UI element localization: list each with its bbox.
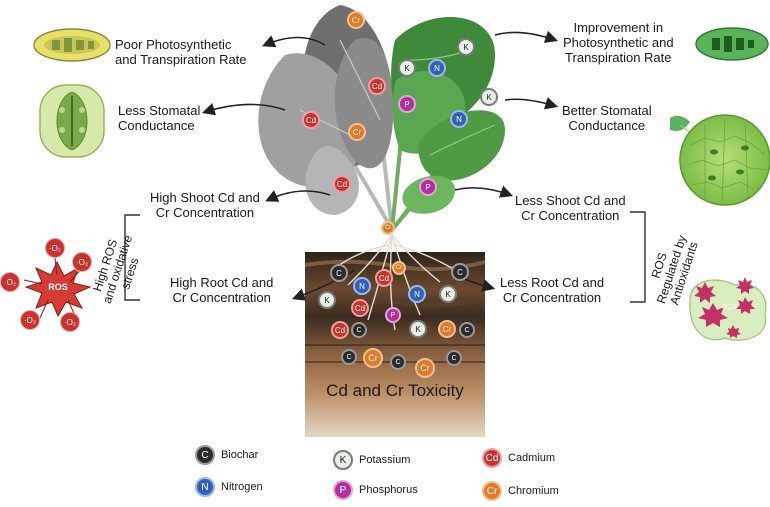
- ros-center-label: ROS: [48, 282, 68, 292]
- superoxide-radical-icon: ·O₂: [0, 272, 20, 292]
- chromium-particle-icon: Cr: [415, 358, 435, 378]
- biochar-particle-icon: C: [390, 354, 406, 370]
- improved-photosynthesis-label: Improvement in Photosynthetic and Transp…: [563, 20, 674, 65]
- healthy-leaves: [391, 17, 505, 214]
- biochar-symbol-icon: C: [195, 445, 215, 465]
- cadmium-particle-icon: Cd: [302, 111, 320, 129]
- chromium-particle-icon: Cr: [381, 221, 395, 235]
- legend-item-chromium: Cr Chromium: [482, 481, 559, 501]
- cadmium-particle-icon: Cd: [368, 77, 386, 95]
- phosphorus-symbol-icon: P: [333, 480, 353, 500]
- chromium-symbol-icon: Cr: [482, 481, 502, 501]
- cadmium-particle-icon: Cd: [333, 175, 351, 193]
- legend-label-nitrogen: Nitrogen: [221, 481, 263, 493]
- nitrogen-symbol-icon: N: [195, 477, 215, 497]
- cadmium-particle-icon: Cd: [331, 321, 349, 339]
- stressed-chloroplast-icon: [33, 28, 111, 62]
- legend-item-phosphorus: P Phosphorus: [333, 480, 418, 500]
- soil-block: [304, 252, 486, 437]
- legend-label-cadmium: Cadmium: [508, 452, 556, 464]
- cadmium-symbol-icon: Cd: [482, 448, 502, 468]
- phosphorus-particle-icon: P: [398, 95, 416, 113]
- healthy-leaf-cells-icon: [670, 114, 770, 206]
- legend-label-chromium: Chromium: [508, 485, 559, 497]
- biochar-particle-icon: C: [459, 322, 475, 338]
- biochar-particle-icon: C: [341, 349, 357, 365]
- left-arrows: [201, 35, 356, 301]
- closed-stomata-icon: [39, 84, 105, 158]
- better-stomatal-label: Better Stomatal Conductance: [562, 103, 652, 133]
- nitrogen-particle-icon: N: [428, 59, 446, 77]
- toxicity-title: Cd and Cr Toxicity: [326, 381, 464, 400]
- chromium-particle-icon: Cr: [392, 261, 406, 275]
- legend-item-nitrogen: N Nitrogen: [195, 477, 263, 497]
- phosphorus-particle-icon: P: [419, 178, 437, 196]
- chromium-particle-icon: Cr: [348, 123, 366, 141]
- less-shoot-label: Less Shoot Cd and Cr Concentration: [515, 193, 626, 223]
- phosphorus-particle-icon: P: [385, 307, 401, 323]
- high-root-label: High Root Cd and Cr Concentration: [170, 275, 274, 305]
- legend-item-cadmium: Cd Cadmium: [482, 448, 555, 468]
- potassium-particle-icon: K: [457, 38, 475, 56]
- potassium-particle-icon: K: [318, 291, 336, 309]
- biochar-particle-icon: C: [451, 263, 469, 281]
- superoxide-radical-icon: ·O₂: [72, 252, 92, 272]
- nitrogen-particle-icon: N: [408, 285, 426, 303]
- superoxide-radical-icon: ·O₂: [45, 238, 65, 258]
- potassium-particle-icon: K: [480, 88, 498, 106]
- biochar-particle-icon: C: [330, 264, 348, 282]
- less-stomatal-label: Less Stomatal Conductance: [118, 103, 201, 133]
- potassium-particle-icon: K: [439, 285, 457, 303]
- ros-burst-icon: [24, 260, 92, 318]
- biochar-particle-icon: C: [446, 350, 462, 366]
- chromium-particle-icon: Cr: [347, 11, 365, 29]
- less-root-label: Less Root Cd and Cr Concentration: [500, 275, 605, 305]
- cadmium-particle-icon: Cd: [351, 299, 369, 317]
- healthy-chloroplast-icon: [695, 27, 769, 61]
- legend-label-potassium: Potassium: [359, 454, 411, 466]
- nitrogen-particle-icon: N: [450, 110, 468, 128]
- legend-label-phosphorus: Phosphorus: [359, 484, 418, 496]
- legend-item-potassium: K Potassium: [333, 450, 410, 470]
- superoxide-radical-icon: ·O₂: [60, 312, 80, 332]
- legend-label-biochar: Biochar: [221, 449, 259, 461]
- cadmium-particle-icon: Cd: [375, 269, 393, 287]
- right-bracket: [630, 211, 646, 303]
- potassium-particle-icon: K: [398, 59, 416, 77]
- stressed-leaves: [258, 5, 394, 215]
- potassium-symbol-icon: K: [333, 450, 353, 470]
- superoxide-radical-icon: ·O₂: [20, 310, 40, 330]
- nitrogen-particle-icon: N: [353, 277, 371, 295]
- poor-photosynthesis-label: Poor Photosynthetic and Transpiration Ra…: [115, 37, 247, 67]
- antioxidant-cell-icon: [689, 277, 767, 341]
- high-shoot-label: High Shoot Cd and Cr Concentration: [150, 190, 260, 220]
- antioxidant-blob-label: ROS: [722, 304, 738, 311]
- chromium-particle-icon: Cr: [363, 348, 383, 368]
- legend-item-biochar: C Biochar: [195, 445, 258, 465]
- left-bracket: [124, 214, 140, 301]
- chromium-particle-icon: Cr: [438, 320, 456, 338]
- biochar-particle-icon: C: [351, 322, 367, 338]
- potassium-particle-icon: K: [409, 320, 427, 338]
